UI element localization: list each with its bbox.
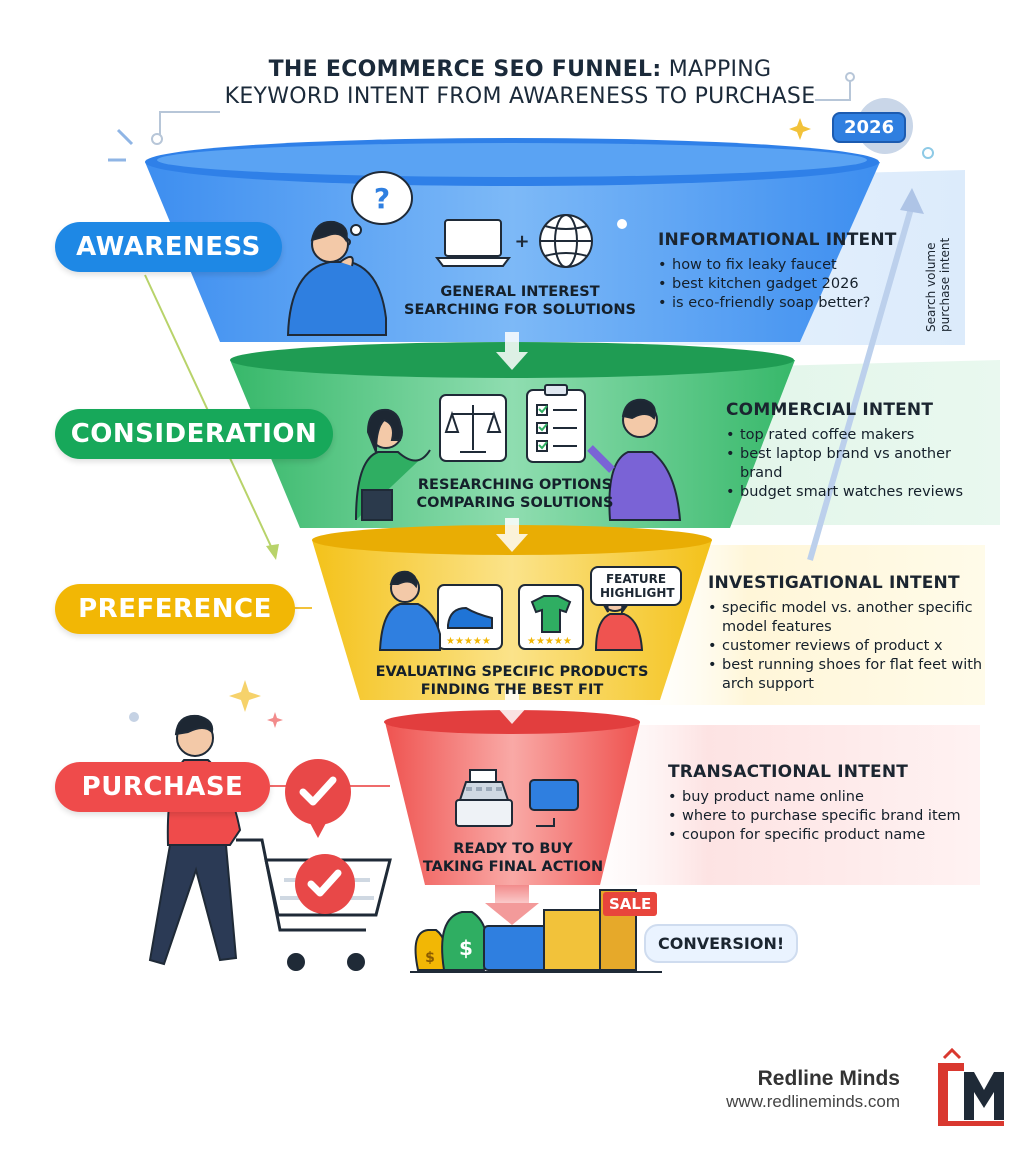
svg-text:★★★★★: ★★★★★: [446, 636, 491, 647]
stage-pill-awareness: AWARENESS: [55, 222, 282, 272]
purchase-caption: READY TO BUY TAKING FINAL ACTION: [418, 840, 608, 876]
side-axis-line-2: purchase intent: [938, 237, 952, 332]
consideration-caption-line-2: COMPARING SOLUTIONS: [416, 495, 614, 511]
intent-title: COMMERCIAL INTENT: [726, 400, 934, 420]
keyword-item: is eco-friendly soap better?: [658, 294, 958, 313]
stage-pill-purchase: PURCHASE: [55, 762, 270, 812]
intent-block-investigational: INVESTIGATIONAL INTENT specific model vs…: [708, 573, 986, 694]
awareness-caption-line-2: SEARCHING FOR SOLUTIONS: [404, 302, 636, 318]
page-title-line-2: KEYWORD INTENT FROM AWARENESS TO PURCHAS…: [224, 84, 816, 109]
stage-pill-consideration: CONSIDERATION: [55, 409, 333, 459]
preference-caption: EVALUATING SPECIFIC PRODUCTS FINDING THE…: [372, 663, 652, 699]
intent-title: INVESTIGATIONAL INTENT: [708, 573, 960, 593]
side-axis-line-1: Search volume: [924, 242, 938, 333]
keyword-item: budget smart watches reviews: [726, 483, 998, 502]
consideration-caption: RESEARCHING OPTIONS COMPARING SOLUTIONS: [405, 476, 625, 512]
feature-highlight-tag: FEATURE HIGHLIGHT: [590, 566, 682, 606]
feature-tag-line-1: FEATURE: [605, 572, 667, 586]
intent-block-transactional: TRANSACTIONAL INTENT buy product name on…: [668, 762, 978, 845]
side-axis-note: Search volume purchase intent: [924, 238, 952, 332]
feature-tag-line-2: HIGHLIGHT: [600, 586, 675, 600]
svg-text:+: +: [514, 231, 529, 252]
svg-text:?: ?: [374, 182, 390, 215]
page-title-line-1: THE ECOMMERCE SEO FUNNEL: MAPPING: [160, 57, 880, 82]
intent-title: INFORMATIONAL INTENT: [658, 230, 897, 250]
keyword-item: where to purchase specific brand item: [668, 807, 978, 826]
keyword-item: best laptop brand vs another brand: [726, 445, 970, 483]
year-badge: 2026: [832, 112, 907, 143]
intent-block-informational: INFORMATIONAL INTENT how to fix leaky fa…: [658, 230, 958, 313]
preference-caption-line-1: EVALUATING SPECIFIC PRODUCTS: [375, 664, 649, 680]
consideration-caption-line-1: RESEARCHING OPTIONS: [417, 477, 613, 493]
preference-caption-line-2: FINDING THE BEST FIT: [420, 682, 604, 698]
svg-text:$: $: [459, 936, 473, 960]
svg-text:★★★★★: ★★★★★: [527, 636, 572, 647]
intent-block-commercial: COMMERCIAL INTENT top rated coffee maker…: [726, 400, 998, 502]
keyword-item: top rated coffee makers: [726, 426, 998, 445]
awareness-caption-line-1: GENERAL INTEREST: [440, 284, 600, 300]
keyword-item: customer reviews of product x: [708, 637, 986, 656]
svg-text:$: $: [425, 950, 435, 966]
title-rest-part: MAPPING: [661, 57, 772, 82]
keyword-item: best running shoes for flat feet with ar…: [708, 656, 986, 694]
awareness-caption: GENERAL INTEREST SEARCHING FOR SOLUTIONS: [390, 283, 650, 319]
sale-tag: SALE: [603, 892, 658, 916]
purchase-caption-line-1: READY TO BUY: [453, 841, 573, 857]
intent-title: TRANSACTIONAL INTENT: [668, 762, 909, 782]
keyword-item: how to fix leaky faucet: [658, 256, 958, 275]
keyword-item: specific model vs. another specific mode…: [708, 599, 986, 637]
keyword-item: coupon for specific product name: [668, 826, 978, 845]
title-bold-part: THE ECOMMERCE SEO FUNNEL:: [268, 57, 662, 82]
stage-pill-preference: PREFERENCE: [55, 584, 295, 634]
conversion-callout: CONVERSION!: [644, 924, 799, 963]
keyword-item: best kitchen gadget 2026: [658, 275, 958, 294]
keyword-item: buy product name online: [668, 788, 978, 807]
brand-url: www.redlineminds.com: [726, 1092, 900, 1111]
brand-name: Redline Minds: [757, 1067, 900, 1090]
purchase-caption-line-2: TAKING FINAL ACTION: [422, 859, 604, 875]
